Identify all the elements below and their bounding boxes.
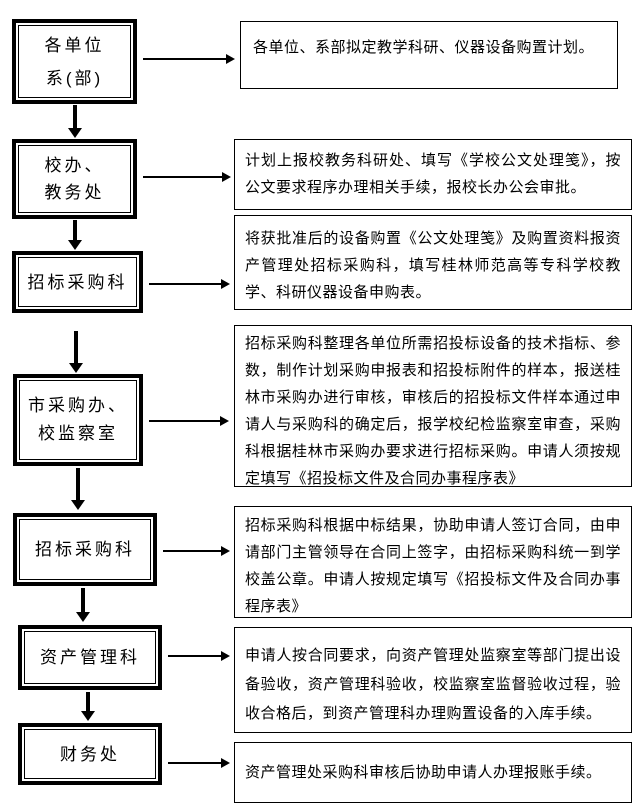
arrow-shaft [168, 761, 221, 764]
flow-node-label: 资产管理科 [40, 644, 140, 671]
arrow-shaft [168, 654, 221, 657]
arrow-head [76, 612, 90, 622]
arrow-down-icon [69, 331, 83, 373]
flow-node-finance-office: 财务处 [18, 723, 162, 785]
flow-desc-text: 招标采购科整理各单位所需招投标设备的技术指标、参数，制作计划采购申报表和招投标附… [245, 335, 621, 487]
flow-desc-text: 计划上报校教务科研处、填写《学校公文处理笺》，按公文要求程序办理相关手续，报校长… [245, 152, 621, 196]
flow-node-label-line: 招标采购科 [35, 540, 135, 559]
arrow-right-icon [143, 53, 235, 64]
arrow-head [71, 500, 85, 510]
flow-desc-text: 将获批准后的设备购置《公文处理笺》及购置资料报资产管理处招标采购科，填写桂林师范… [245, 230, 621, 301]
flow-node-inner-border: 各单位 系(部) [18, 25, 131, 98]
arrow-head [222, 171, 231, 182]
arrow-down-icon [81, 692, 95, 721]
arrow-head [69, 363, 83, 373]
flow-desc-box: 招标采购科整理各单位所需招投标设备的技术指标、参数，制作计划采购申报表和招投标附… [234, 325, 632, 487]
flow-node-inner-border: 市采购办、 校监察室 [19, 380, 137, 460]
flow-node-label-line: 各单位 [44, 35, 105, 55]
flow-node-label: 招标采购科 [28, 269, 128, 296]
arrow-head [68, 128, 82, 138]
arrow-shaft [73, 105, 77, 128]
arrow-head [221, 278, 230, 289]
arrow-head [68, 240, 82, 250]
flow-node-inner-border: 招标采购科 [18, 257, 137, 307]
flow-node-departments: 各单位 系(部) [12, 19, 137, 104]
flow-desc-box: 资产管理处采购科审核后协助申请人办理报账手续。 [234, 742, 632, 803]
flow-node-label-line: 系(部) [45, 68, 104, 88]
arrow-down-icon [71, 468, 85, 510]
arrow-down-icon [76, 588, 90, 622]
arrow-head [221, 650, 230, 661]
arrow-head [220, 415, 229, 426]
arrow-head [226, 53, 235, 64]
flow-node-city-procurement-office: 市采购办、 校监察室 [13, 374, 143, 466]
arrow-head [221, 545, 230, 556]
flow-desc-box: 招标采购科根据中标结果，协助申请人签订合同，由申请部门主管领导在合同上签字，由招… [234, 506, 632, 618]
flow-node-label-line: 教务处 [44, 183, 105, 202]
flow-desc-box: 各单位、系部拟定教学科研、仪器设备购置计划。 [240, 21, 618, 89]
flow-node-label: 各单位 系(部) [45, 29, 105, 95]
arrow-shaft [149, 419, 220, 422]
flow-node-inner-border: 财务处 [24, 729, 156, 779]
arrow-shaft [163, 549, 221, 552]
flow-node-label-line: 市采购办、 [28, 396, 128, 415]
arrow-shaft [81, 588, 85, 612]
arrow-head [81, 711, 95, 721]
flow-desc-text: 各单位、系部拟定教学科研、仪器设备购置计划。 [253, 39, 595, 56]
arrow-shaft [74, 331, 78, 363]
flow-node-inner-border: 校办、 教务处 [18, 145, 131, 213]
arrow-shaft [143, 175, 222, 178]
arrow-right-icon [143, 171, 231, 182]
arrow-down-icon [68, 220, 82, 250]
flow-node-label-line: 招标采购科 [27, 272, 128, 292]
arrow-shaft [86, 692, 90, 711]
arrow-shaft [73, 220, 77, 240]
flow-node-label: 市采购办、 校监察室 [28, 392, 128, 448]
flow-node-label: 财务处 [60, 741, 120, 768]
arrow-right-icon [149, 278, 230, 289]
flow-desc-box: 计划上报校教务科研处、填写《学校公文处理笺》，按公文要求程序办理相关手续，报校长… [234, 139, 632, 210]
flow-node-label-line: 资产管理科 [40, 648, 140, 667]
flow-node-inner-border: 招标采购科 [19, 519, 151, 580]
arrow-shaft [149, 282, 221, 285]
arrow-shaft [76, 468, 80, 500]
flow-desc-box: 申请人按合同要求，向资产管理处监察室等部门提出设备验收，资产管理科验收，校监察室… [234, 627, 632, 733]
flow-node-bidding-section-2: 招标采购科 [13, 513, 157, 586]
arrow-shaft [143, 57, 226, 60]
arrow-right-icon [168, 650, 230, 661]
flow-node-label-line: 校办、 [44, 156, 105, 175]
arrow-right-icon [168, 757, 230, 768]
flow-node-inner-border: 资产管理科 [24, 631, 156, 684]
flow-desc-text: 资产管理处采购科审核后协助申请人办理报账手续。 [245, 764, 602, 781]
flow-node-school-office: 校办、 教务处 [12, 139, 137, 219]
flow-desc-box: 将获批准后的设备购置《公文处理笺》及购置资料报资产管理处招标采购科，填写桂林师范… [234, 215, 632, 310]
flow-desc-text: 招标采购科根据中标结果，协助申请人签订合同，由申请部门主管领导在合同上签字，由招… [245, 517, 621, 615]
flow-desc-text: 申请人按合同要求，向资产管理处监察室等部门提出设备验收，资产管理科验收，校监察室… [245, 647, 621, 722]
flow-node-label-line: 财务处 [60, 744, 120, 764]
arrow-right-icon [149, 415, 229, 426]
arrow-down-icon [68, 105, 82, 138]
arrow-right-icon [163, 545, 230, 556]
flow-node-label: 校办、 教务处 [45, 152, 105, 206]
flow-node-label-line: 校监察室 [38, 424, 118, 443]
flow-node-label: 招标采购科 [35, 536, 135, 563]
flow-node-bidding-section: 招标采购科 [12, 251, 143, 313]
arrow-head [221, 757, 230, 768]
flow-node-asset-management: 资产管理科 [18, 625, 162, 690]
